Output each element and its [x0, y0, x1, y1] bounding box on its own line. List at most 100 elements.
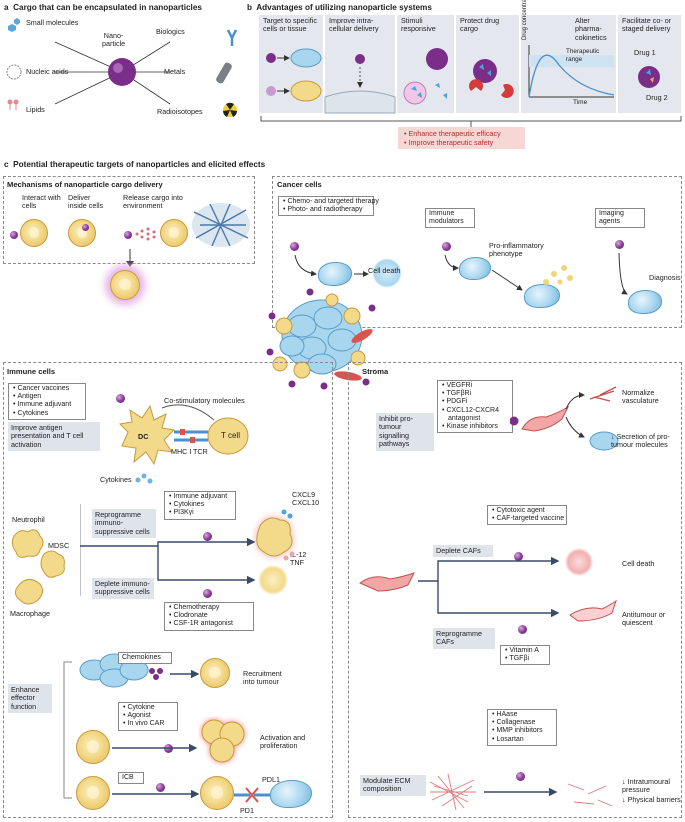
pdl1-label: PDL1: [262, 775, 280, 784]
inhibit-label: Inhibit pro-tumour signalling pathways: [376, 413, 434, 451]
mhc-label: MHC I: [171, 447, 192, 456]
cancer-cell-death: Cell death: [368, 266, 401, 275]
vaccine-item: Cancer vaccines: [17, 385, 82, 393]
bracket: [260, 116, 682, 127]
chemokines-out-label: CXCL9 CXCL10: [292, 490, 320, 508]
immune-modulators-box: Immune modulators: [425, 208, 475, 229]
mdsc-label: MDSC: [48, 541, 70, 550]
inhibit-item: CXCL12-CXCR4 antagonist: [446, 407, 506, 423]
nanoparticle-icon: [516, 772, 525, 781]
drug2-label: Drug 2: [646, 93, 668, 102]
item-radioisotopes: Radioisotopes: [157, 107, 203, 116]
panel-a-title: a Cargo that can be encapsulated in nano…: [4, 3, 202, 12]
immune-modulators-text: Immune modulators: [429, 210, 464, 226]
panel-a-diagram: [6, 18, 238, 117]
cell-interact: [20, 219, 48, 247]
depleted-cell: [258, 565, 288, 595]
plot-xlabel: Time: [573, 99, 588, 106]
proliferating-cells: [201, 719, 245, 763]
release-dots: [135, 227, 156, 241]
deplete-list: ChemotherapyClodronateCSF-1R antagonist: [164, 602, 254, 631]
dc-tcell-art: [118, 404, 249, 466]
effector-label: Enhance effector function: [8, 684, 52, 714]
cell-release: [160, 219, 188, 247]
immune-arrows: [80, 504, 256, 596]
nanoparticle-icon: [518, 625, 527, 634]
antibody-icon: [226, 29, 238, 46]
box-codelivery: [618, 15, 681, 113]
inhibit-item: Kinase inhibitors: [446, 423, 506, 431]
vaccine-item: Cytokines: [17, 410, 82, 418]
nanoparticle-icon: [124, 231, 132, 239]
plot-range-label: Therapeutic range: [566, 48, 600, 64]
ecm-list: HAaseCollagenaseMMP inhibitorsLosartan: [487, 709, 557, 746]
vita-list: Vitamin ATGFβi: [500, 645, 550, 666]
nanoparticle-icon: [615, 240, 624, 249]
immune-title: Immune cells: [7, 367, 56, 376]
activated-macrophage: [256, 509, 295, 561]
imaging-text: Imaging agents: [599, 210, 624, 226]
cancer-box: [272, 176, 682, 328]
reprogramme-label: Reprogramme immuno-suppressive cells: [92, 509, 156, 539]
pd1-block: [234, 787, 270, 803]
icb-box: ICB: [118, 772, 144, 785]
item-lipids: Lipids: [26, 105, 45, 114]
hexagon-icon: [8, 24, 16, 32]
nanoparticle-icon: [203, 532, 212, 541]
caf-list: Cytotoxic agentCAF-targeted vaccine: [487, 505, 567, 526]
cell-deliver: [68, 219, 96, 247]
car-list: CytokineAgonistIn vivo CAR: [118, 702, 178, 731]
stroma-box: [348, 362, 682, 818]
tcell-icb: [200, 776, 234, 810]
box-codelivery-label: Facilitate co- or staged delivery: [622, 16, 672, 34]
ecm-item: MMP inhibitors: [496, 727, 553, 735]
cytokine-dots: [135, 473, 153, 484]
tumour-cluster: [266, 288, 376, 390]
vaccine-item: Antigen: [17, 393, 82, 401]
panel-c-title: c Potential therapeutic targets of nanop…: [4, 160, 265, 169]
ecm-art: [429, 773, 613, 811]
tcr-label: TCR: [193, 447, 208, 456]
drug1-label: Drug 1: [634, 48, 656, 57]
deplete-item: Chemotherapy: [173, 604, 250, 612]
nanoparticle-icon: [116, 394, 125, 403]
immune-box: [3, 362, 333, 818]
chemokines-text: Chemokines: [122, 654, 161, 661]
metal-icon: [216, 62, 232, 84]
caf-branch-art: [358, 556, 617, 622]
car-item: Cytokine: [127, 704, 174, 712]
neutrophil-label: Neutrophil: [12, 515, 45, 524]
panel-b-title-text: Advantages of utilizing nanoparticle sys…: [256, 3, 432, 12]
outcome-2: • Improve therapeutic safety: [404, 138, 494, 147]
antigen-label: Improve antigen presentation and T cell …: [8, 422, 100, 452]
reprogramme-item: PI3Kγi: [173, 509, 232, 517]
deplete-item: CSF-1R antagonist: [173, 620, 250, 628]
nanoparticle-icon: [290, 242, 299, 251]
ecm-item: Collagenase: [496, 719, 553, 727]
reprogramme-item: Cytokines: [173, 501, 232, 509]
box-intracellular-label: Improve intra-cellular delivery: [329, 16, 379, 34]
vaccine-list: Cancer vaccinesAntigenImmune adjuvantCyt…: [8, 383, 86, 420]
inhibit-item: VEGFRi: [446, 382, 509, 390]
reprogramme-list: Immune adjuvantCytokinesPI3Kγi: [164, 491, 236, 520]
inhibit-list: VEGFRi TGFβRi PDGFi CXCL12-CXCR4 antagon…: [437, 380, 513, 434]
effector-bracket: [63, 661, 72, 799]
panel-b-title: b Advantages of utilizing nanoparticle s…: [247, 3, 432, 12]
item-metals: Metals: [164, 67, 186, 76]
recruitment-label: Recruitment into tumour: [243, 669, 282, 687]
nanoparticle-icon: [10, 231, 18, 239]
effector-arrows: [112, 669, 200, 799]
dc-label: DC: [138, 432, 149, 441]
icb-text: ICB: [122, 774, 134, 781]
reprogramme-item: Immune adjuvant: [173, 493, 232, 501]
panel-c-title-text: Potential therapeutic targets of nanopar…: [13, 160, 266, 169]
step-release: Release cargo into environment: [123, 193, 183, 211]
cell-loaded: [110, 270, 140, 300]
step-interact: Interact with cells: [22, 193, 61, 211]
deplete-cafs-label: Deplete CAFs: [433, 545, 493, 558]
tumour-cell-icb: [270, 780, 312, 808]
secretion-label: ↓ Secretion of pro-tumour molecules: [611, 432, 670, 450]
antitumour-label: Antitumour or quiescent: [622, 610, 666, 628]
mechanisms-title: Mechanisms of nanoparticle cargo deliver…: [7, 180, 163, 189]
vaccine-item: Immune adjuvant: [17, 401, 82, 409]
